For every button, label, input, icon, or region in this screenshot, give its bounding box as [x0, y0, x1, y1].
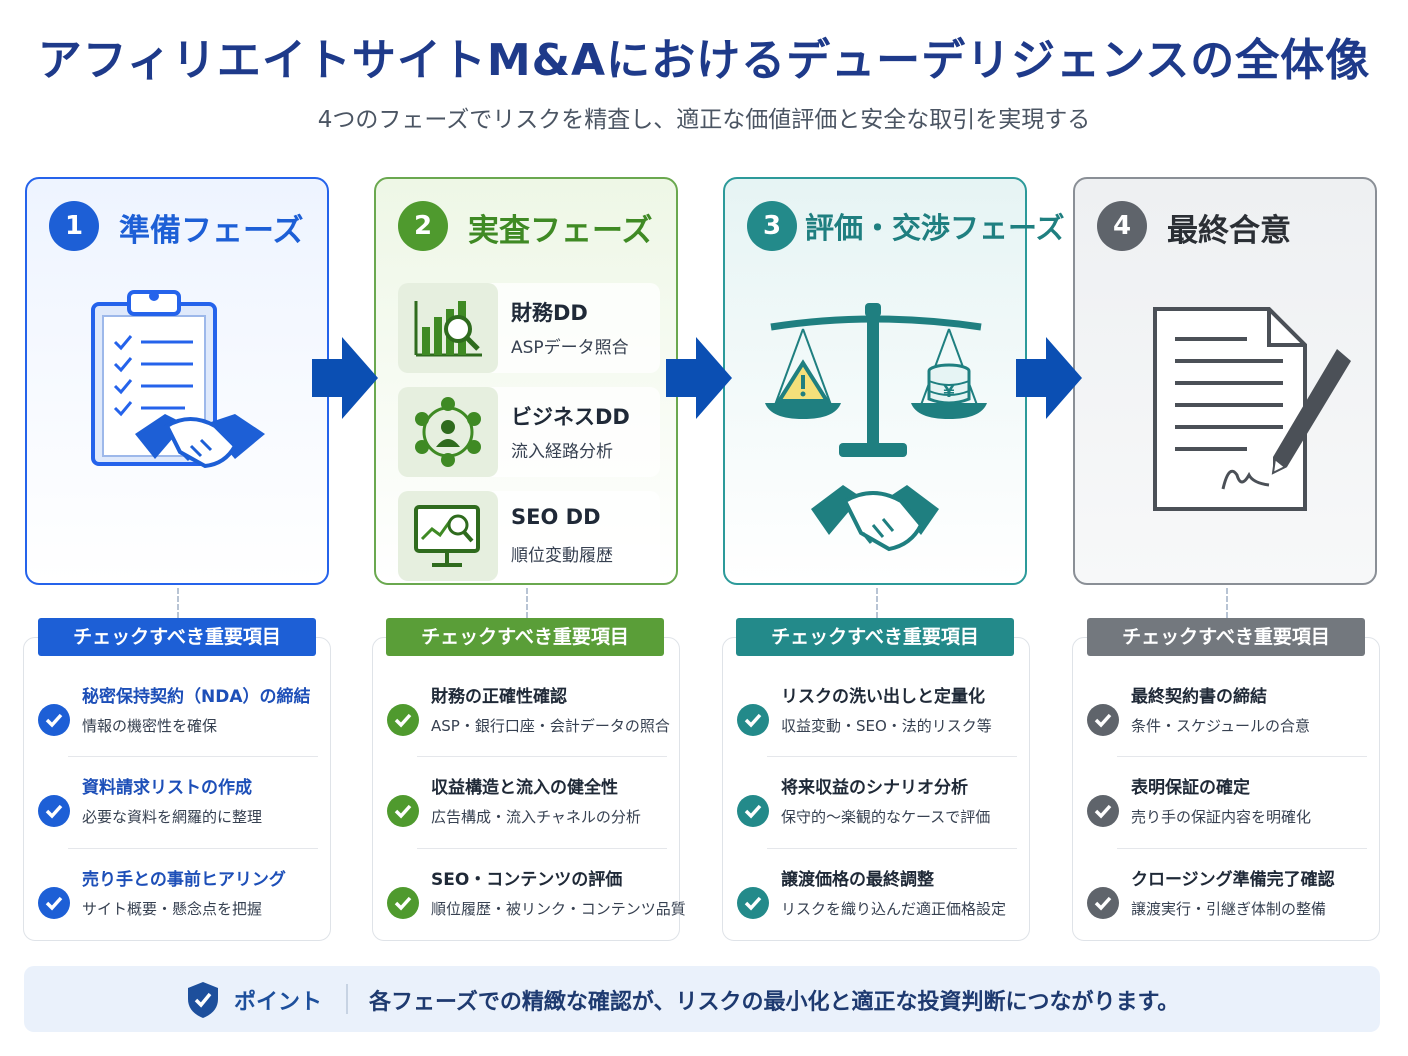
dd-desc: 流入経路分析: [511, 442, 613, 462]
dd-desc: 順位変動履歴: [511, 546, 613, 566]
bar-chart-magnifier-icon: [414, 301, 482, 357]
dd-desc: ASPデータ照合: [511, 338, 629, 358]
phase-title: 実査フェーズ: [468, 213, 653, 249]
check-circle-icon: [387, 795, 419, 827]
item-desc: 収益変動・SEO・法的リスク等: [781, 717, 992, 735]
checklist-item: 資料請求リストの作成 必要な資料を網羅的に整理: [38, 769, 318, 859]
dd-card-financial: 財務DD ASPデータ照合: [398, 283, 660, 373]
checklist-card-4: 最終契約書の締結 条件・スケジュールの合意 表明保証の確定 売り手の保証内容を明…: [1072, 637, 1380, 941]
item-title: 譲渡価格の最終調整: [781, 870, 934, 890]
check-circle-icon: [737, 887, 769, 919]
checklist-item: 譲渡価格の最終調整 リスクを織り込んだ適正価格設定: [737, 861, 1017, 951]
checklist-item: 売り手との事前ヒアリング サイト概要・懸念点を把握: [38, 861, 318, 951]
item-desc: 情報の機密性を確保: [82, 717, 218, 735]
check-circle-icon: [737, 704, 769, 736]
dd-card-seo: SEO DD 順位変動履歴: [398, 491, 660, 581]
phase-number: 1: [49, 201, 99, 251]
handshake-icon: [811, 485, 939, 552]
phase-number: 4: [1097, 201, 1147, 251]
item-desc: サイト概要・懸念点を把握: [82, 900, 263, 918]
item-desc: 譲渡実行・引継ぎ体制の整備: [1131, 900, 1327, 918]
point-text: 各フェーズでの精緻な確認が、リスクの最小化と適正な投資判断につながります。: [369, 990, 1180, 1015]
checklist-header: チェックすべき重要項目: [38, 618, 316, 656]
item-title: 最終契約書の締結: [1131, 687, 1267, 707]
item-title: 資料請求リストの作成: [82, 778, 252, 798]
connector-line: [876, 588, 878, 618]
point-label: ポイント: [234, 990, 323, 1015]
phase-1-panel: 1 準備フェーズ: [25, 177, 329, 585]
connector-line: [526, 588, 528, 618]
shield-check-icon: [188, 982, 218, 1018]
point-banner: ポイント 各フェーズでの精緻な確認が、リスクの最小化と適正な投資判断につながりま…: [24, 966, 1380, 1032]
item-desc: リスクを織り込んだ適正価格設定: [781, 900, 1007, 918]
item-title: 売り手との事前ヒアリング: [82, 870, 286, 890]
item-title: 表明保証の確定: [1131, 778, 1250, 798]
item-desc: ASP・銀行口座・会計データの照合: [431, 717, 670, 735]
clipboard-handshake-icon: [91, 290, 265, 469]
arrow-right-icon: [312, 337, 378, 419]
check-circle-icon: [737, 795, 769, 827]
check-circle-icon: [38, 795, 70, 827]
checklist-card-3: リスクの洗い出しと定量化 収益変動・SEO・法的リスク等 将来収益のシナリオ分析…: [722, 637, 1030, 941]
checklist-item: 財務の正確性確認 ASP・銀行口座・会計データの照合: [387, 678, 670, 768]
page-title: アフィリエイトサイトM&Aにおけるデューデリジェンスの全体像: [37, 35, 1371, 86]
checklist-item: 将来収益のシナリオ分析 保守的〜楽観的なケースで評価: [737, 769, 1017, 859]
check-circle-icon: [38, 704, 70, 736]
item-title: 秘密保持契約（NDA）の締結: [82, 687, 311, 707]
phase-number: 3: [747, 201, 797, 251]
checklist-item: SEO・コンテンツの評価 順位履歴・被リンク・コンテンツ品質: [387, 861, 686, 951]
checklist-item: リスクの洗い出しと定量化 収益変動・SEO・法的リスク等: [737, 678, 1017, 768]
checklist-header: チェックすべき重要項目: [386, 618, 664, 656]
dd-title: SEO DD: [511, 505, 601, 529]
balance-scale-icon: ¥: [765, 303, 987, 457]
checklist-card-2: 財務の正確性確認 ASP・銀行口座・会計データの照合 収益構造と流入の健全性 広…: [372, 637, 686, 941]
arrow-right-icon: [666, 337, 732, 419]
phase-3-panel: 3 評価・交渉フェーズ ¥: [723, 177, 1065, 585]
item-title: 財務の正確性確認: [431, 687, 567, 707]
phase-number: 2: [398, 201, 448, 251]
checklist-card-1: 秘密保持契約（NDA）の締結 情報の機密性を確保 資料請求リストの作成 必要な資…: [23, 637, 331, 941]
phase-title: 評価・交渉フェーズ: [805, 211, 1065, 245]
checklist-header: チェックすべき重要項目: [736, 618, 1014, 656]
checklist-item: 最終契約書の締結 条件・スケジュールの合意: [1087, 678, 1367, 768]
connector-line: [1226, 588, 1228, 618]
item-title: 収益構造と流入の健全性: [431, 778, 618, 798]
check-circle-icon: [387, 887, 419, 919]
monitor-search-icon: [414, 505, 480, 567]
contract-pen-icon: [1153, 307, 1351, 511]
arrow-right-icon: [1016, 337, 1082, 419]
phase-title: 最終合意: [1167, 213, 1291, 249]
checklist-header: チェックすべき重要項目: [1087, 618, 1365, 656]
check-circle-icon: [38, 887, 70, 919]
checklist-item: クロージング準備完了確認 譲渡実行・引継ぎ体制の整備: [1087, 861, 1367, 951]
checklist-item: 表明保証の確定 売り手の保証内容を明確化: [1087, 769, 1367, 859]
check-circle-icon: [1087, 704, 1119, 736]
dd-card-business: ビジネスDD 流入経路分析: [398, 387, 660, 477]
svg-text:¥: ¥: [943, 382, 954, 401]
check-circle-icon: [387, 704, 419, 736]
checklist-item: 秘密保持契約（NDA）の締結 情報の機密性を確保: [38, 678, 318, 768]
item-title: クロージング準備完了確認: [1131, 870, 1335, 890]
item-title: SEO・コンテンツの評価: [431, 870, 623, 890]
phase-title: 準備フェーズ: [119, 213, 304, 249]
item-desc: 売り手の保証内容を明確化: [1131, 808, 1312, 826]
check-circle-icon: [1087, 795, 1119, 827]
network-people-icon: [415, 397, 481, 467]
item-desc: 広告構成・流入チャネルの分析: [431, 808, 641, 826]
dd-title: 財務DD: [511, 301, 588, 325]
item-desc: 必要な資料を網羅的に整理: [82, 808, 263, 826]
dd-title: ビジネスDD: [511, 405, 630, 429]
phase-2-panel: 2 実査フェーズ 財務DD ASPデータ照合: [374, 177, 678, 585]
item-desc: 条件・スケジュールの合意: [1131, 717, 1310, 735]
phase-4-panel: 4 最終合意: [1073, 177, 1377, 585]
check-circle-icon: [1087, 887, 1119, 919]
item-desc: 保守的〜楽観的なケースで評価: [781, 808, 991, 826]
checklist-item: 収益構造と流入の健全性 広告構成・流入チャネルの分析: [387, 769, 667, 859]
connector-line: [177, 588, 179, 618]
item-title: 将来収益のシナリオ分析: [781, 778, 968, 798]
item-desc: 順位履歴・被リンク・コンテンツ品質: [431, 900, 686, 918]
page-subtitle: 4つのフェーズでリスクを精査し、適正な価値評価と安全な取引を実現する: [317, 107, 1091, 133]
item-title: リスクの洗い出しと定量化: [781, 687, 985, 707]
